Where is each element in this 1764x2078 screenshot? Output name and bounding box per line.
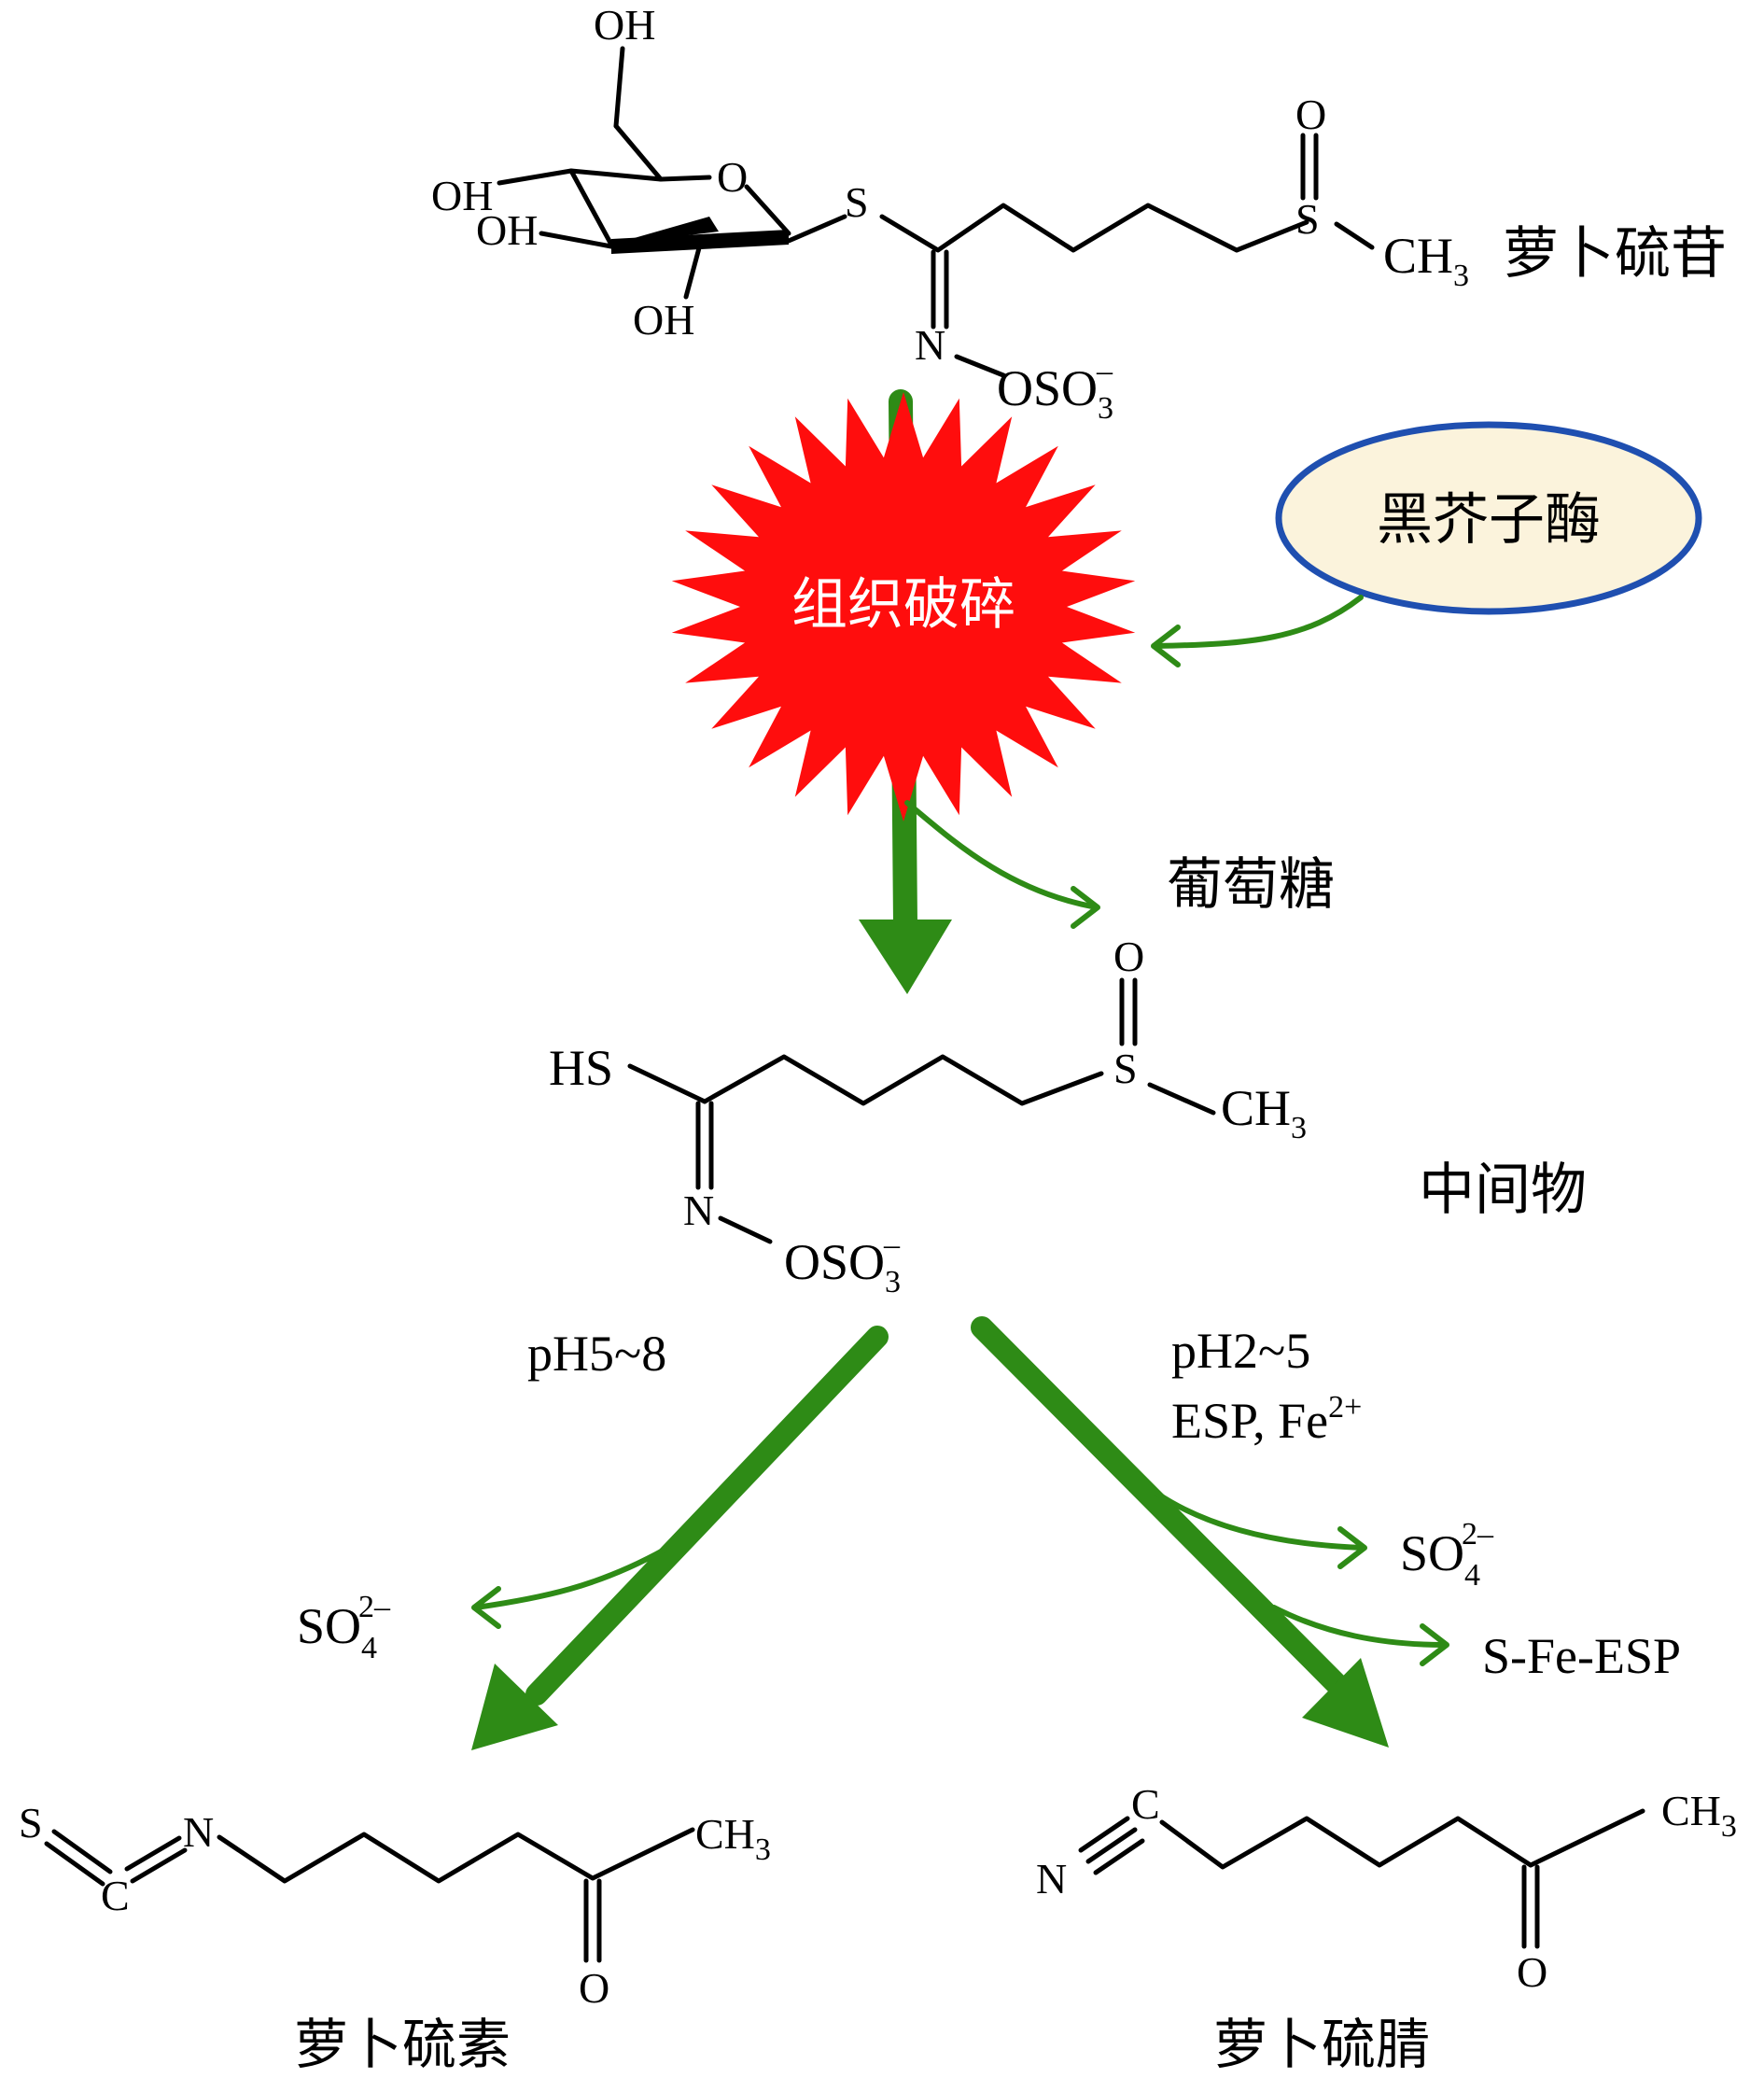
atom-oh: OH [633,296,694,344]
myrosinase-label: 黑芥子酶 [1377,487,1601,553]
right-branch-arrow [971,1316,1449,1748]
left-branch-arrow [471,1326,889,1750]
right-condition-ph: pH2~5 [1171,1323,1310,1379]
atom-nitrogen: N [915,321,945,369]
atom-nitrogen: N [1036,1855,1067,1902]
atom-ring-oxygen: O [717,153,748,201]
group-oso3: OSO3– [784,1228,901,1299]
group-ch3: CH3 [1661,1787,1737,1844]
glucose-release-arrow [904,800,1100,929]
tissue-disruption-burst: 组织破碎 [671,392,1136,821]
group-hs: HS [549,1040,613,1096]
right-byproduct-s-fe-esp: S-Fe-ESP [1482,1628,1681,1684]
atom-carbon: C [101,1872,130,1919]
sulforaphane-nitrile-structure: N C O CH3 [1036,1780,1737,1996]
left-byproduct-sulfate: SO42– [297,1590,391,1665]
group-oso3: OSO3– [997,354,1113,426]
glucoraphanin-structure: OH OH OH OH O S N OSO3– O S CH3 [431,1,1469,426]
intermediate-label: 中间物 [1419,1158,1587,1223]
glucose-label: 葡萄糖 [1167,852,1335,918]
atom-oxygen: O [579,1964,609,2012]
atom-sulfoxide-sulfur: S [1113,1045,1138,1092]
atom-carbon: C [1131,1780,1160,1828]
right-condition-esp-fe: ESP, Fe2+ [1171,1390,1362,1449]
atom-nitrogen: N [183,1808,214,1856]
myrosinase-enzyme: 黑芥子酶 [1151,421,1702,667]
left-condition-label: pH5~8 [527,1326,666,1382]
group-ch3: CH3 [1221,1080,1307,1145]
tissue-disruption-label: 组织破碎 [791,572,1015,638]
atom-oh: OH [476,206,538,254]
sulforaphane-structure: S C N O CH3 [19,1799,771,2012]
atom-sulfur: S [845,178,869,226]
group-ch3: CH3 [695,1810,771,1867]
sulforaphane-label: 萝卜硫素 [294,2013,511,2076]
right-byproduct-sulfate: SO42– [1400,1517,1494,1593]
atom-sulfur: S [19,1799,43,1846]
atom-oxygen: O [1517,1948,1547,1996]
glucoraphanin-label: 萝卜硫苷 [1503,221,1727,287]
atom-oh: OH [594,1,655,49]
atom-sulfoxide-oxygen: O [1113,933,1144,980]
group-ch3: CH3 [1383,228,1469,293]
atom-nitrogen: N [683,1186,714,1234]
intermediate-structure: HS N OSO3– O S CH3 [549,933,1307,1299]
sulforaphane-nitrile-label: 萝卜硫腈 [1213,2013,1430,2076]
atom-sulfoxide-oxygen: O [1295,91,1326,138]
atom-sulfoxide-sulfur: S [1295,195,1320,243]
atom-oh: OH [431,172,493,219]
